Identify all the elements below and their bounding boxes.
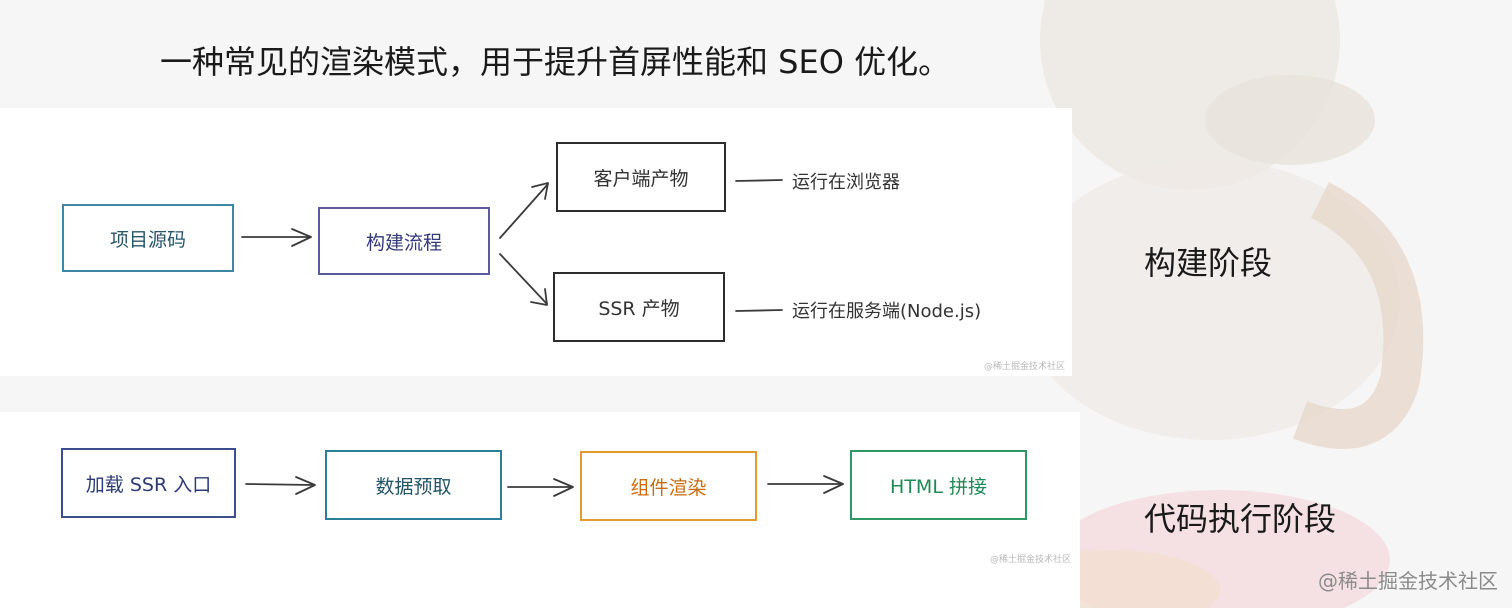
- data-prefetch-box: 数据预取: [325, 450, 502, 520]
- site-watermark: @稀土掘金技术社区: [1318, 569, 1498, 593]
- runtime-panel-watermark: @稀土掘金技术社区: [990, 555, 1072, 565]
- runtime-stage-label: 代码执行阶段: [1144, 500, 1337, 538]
- client-runtime-note: 运行在浏览器: [792, 172, 900, 193]
- load-ssr-entry-box: 加载 SSR 入口: [61, 448, 236, 518]
- page-title: 一种常见的渲染模式，用于提升首屏性能和 SEO 优化。: [160, 43, 951, 81]
- component-render-box: 组件渲染: [580, 451, 757, 521]
- build-process-box: 构建流程: [318, 207, 490, 275]
- source-code-box: 项目源码: [62, 204, 234, 272]
- build-stage-label: 构建阶段: [1144, 244, 1273, 282]
- arm-shape: [1205, 75, 1375, 165]
- html-concat-box: HTML 拼接: [850, 450, 1027, 520]
- ssr-runtime-note: 运行在服务端(Node.js): [792, 301, 982, 322]
- client-output-box: 客户端产物: [556, 142, 726, 212]
- tail-shape: [1292, 182, 1424, 449]
- ssr-output-box: SSR 产物: [553, 272, 725, 342]
- build-panel-watermark: @稀土掘金技术社区: [984, 362, 1066, 372]
- body-shape: [1020, 160, 1400, 440]
